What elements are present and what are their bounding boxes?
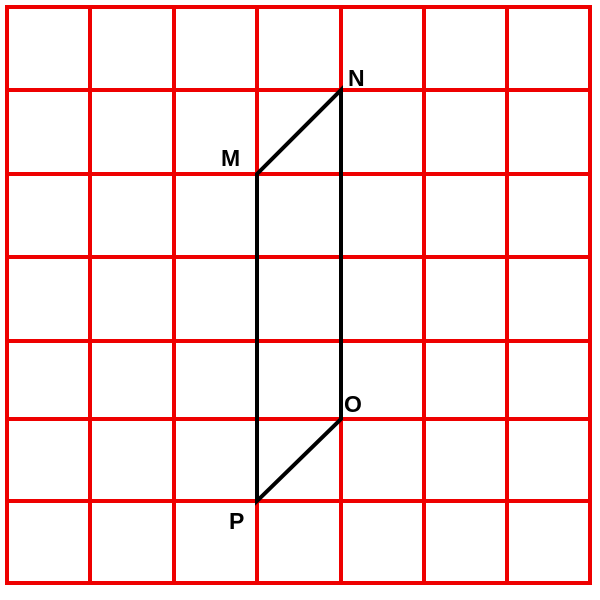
vertex-label-o: O [344,391,362,417]
vertex-label-m: M [221,145,240,171]
parallelogram-mnop [255,85,343,506]
grid [5,5,592,585]
vertex-label-p: P [229,508,244,534]
vertex-label-n: N [348,65,365,91]
